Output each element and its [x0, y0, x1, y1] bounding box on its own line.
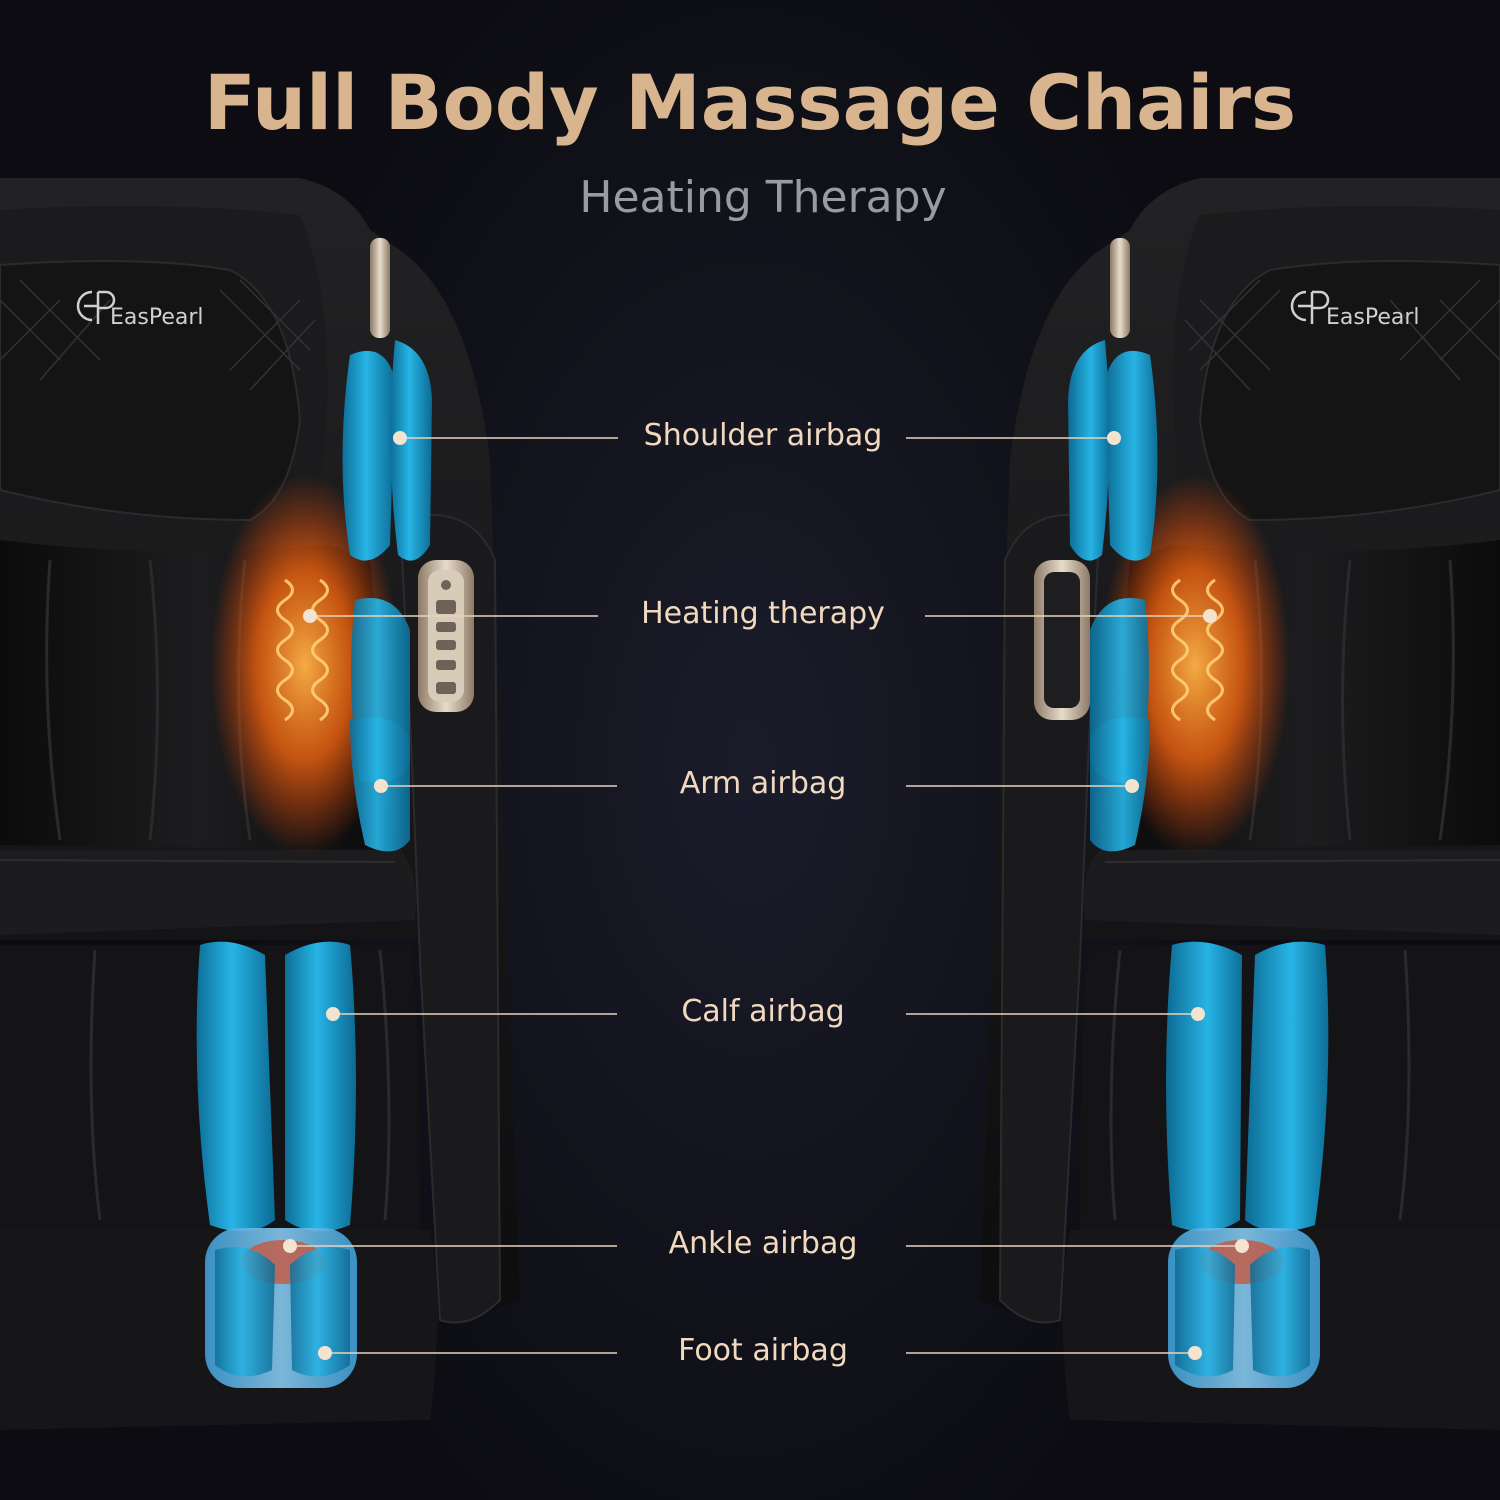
- dot-foot-right: [1188, 1346, 1202, 1360]
- brand-logo-text-right: EasPearl: [1326, 305, 1420, 330]
- dot-ankle-right: [1235, 1239, 1249, 1253]
- dot-arm-right: [1125, 779, 1139, 793]
- left-chair: [0, 178, 520, 1430]
- dot-foot-left: [318, 1346, 332, 1360]
- dot-calf-right: [1191, 1007, 1205, 1021]
- callout-shoulder-airbag: Shoulder airbag: [643, 418, 883, 453]
- page-title: Full Body Massage Chairs: [203, 58, 1297, 147]
- leader-lines: [290, 437, 1242, 1354]
- right-chair: [980, 178, 1500, 1430]
- dot-ankle-left: [283, 1239, 297, 1253]
- callout-calf-airbag: Calf airbag: [681, 994, 845, 1029]
- dot-heating-right: [1203, 609, 1217, 623]
- dot-shoulder-left: [393, 431, 407, 445]
- callout-ankle-airbag: Ankle airbag: [668, 1226, 858, 1261]
- dot-calf-left: [326, 1007, 340, 1021]
- dot-arm-left: [374, 779, 388, 793]
- easpearl-logo-icon-right: [1290, 290, 1330, 324]
- dot-heating-left: [303, 609, 317, 623]
- easpearl-logo-icon: [76, 290, 116, 324]
- callout-arm-airbag: Arm airbag: [679, 766, 847, 801]
- dot-shoulder-right: [1107, 431, 1121, 445]
- brand-logo-text-left: EasPearl: [110, 305, 204, 330]
- page-subtitle: Heating Therapy: [579, 172, 947, 223]
- callout-heating-therapy: Heating therapy: [641, 596, 885, 631]
- leader-dots: [283, 431, 1249, 1360]
- callout-foot-airbag: Foot airbag: [678, 1333, 848, 1368]
